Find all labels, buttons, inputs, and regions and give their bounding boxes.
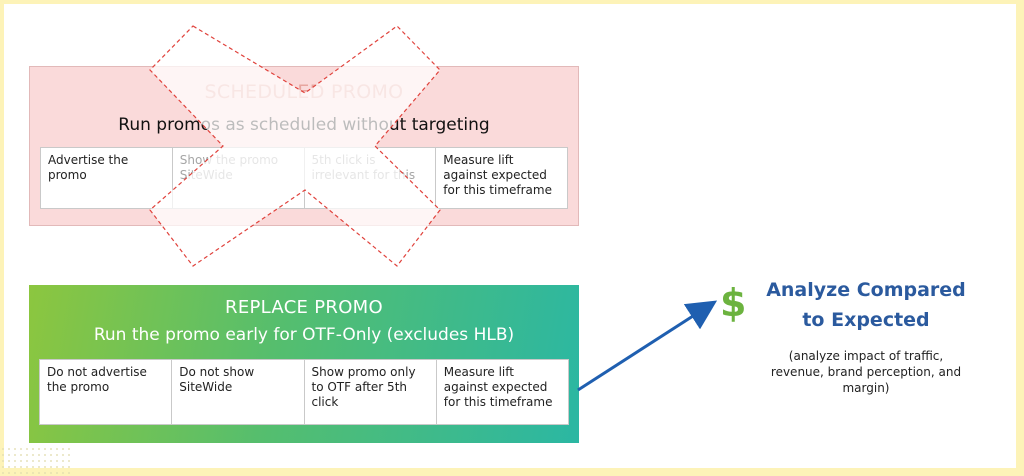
replace-promo-title: REPLACE PROMO: [225, 297, 383, 318]
replace-promo-subtitle: Run the promo early for OTF-Only (exclud…: [93, 325, 515, 345]
replace-step-3: Show promo only to OTF after 5th click: [305, 360, 437, 424]
replace-step-2: Do not show SiteWide: [172, 360, 305, 424]
replace-step-4: Measure lift against expected for this t…: [443, 365, 553, 409]
outcome-title-line-2: to Expected: [802, 309, 930, 331]
replace-promo-panel: REPLACE PROMO Run the promo early for OT…: [29, 285, 579, 443]
replace-promo-steps: Do not advertise the promo Do not show S…: [39, 359, 569, 425]
outcome-title-line-1: Analyze Compared: [766, 279, 966, 301]
flow-arrow: [577, 300, 718, 392]
replace-step-1: Do not advertise the promo: [40, 360, 173, 424]
dot-pattern-decoration: [0, 446, 70, 476]
outcome-title: Analyze Compared to Expected: [756, 275, 976, 335]
scheduled-step-1: Advertise the promo: [41, 148, 173, 208]
scheduled-step-4: Measure lift against expected for this t…: [443, 153, 552, 197]
cross-out-x-icon: [149, 25, 441, 267]
outcome-description: (analyze impact of traffic, revenue, bra…: [770, 349, 962, 395]
dollar-icon: $: [720, 281, 747, 325]
